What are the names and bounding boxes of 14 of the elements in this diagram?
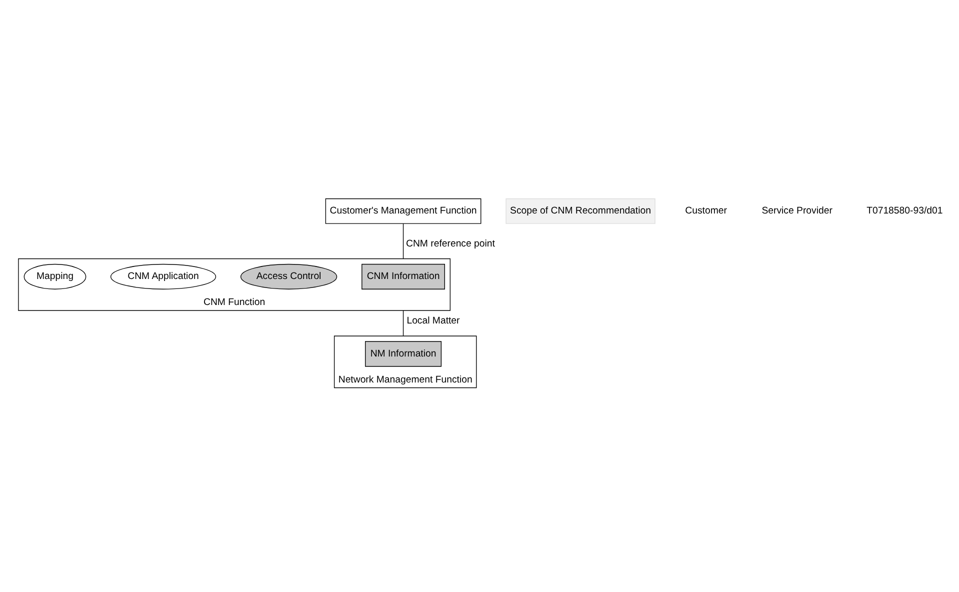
node-box: Customer's Management Function [324,198,481,224]
node-ellipse: CNM Application [110,264,216,290]
label: Customer [684,206,726,217]
label: Service Provider [761,206,832,217]
node-box: CNM Information [361,264,444,290]
node-ellipse: Mapping [23,264,86,290]
node-box: NM Information [364,341,442,367]
connector [402,310,404,336]
node-ellipse: Access Control [240,264,337,290]
label: T0718580-93/d01 [866,206,942,217]
node-box: Scope of CNM Recommendation [505,198,655,224]
edge-label: Local Matter [406,316,460,327]
edge-label: CNM reference point [405,238,494,250]
connector [402,223,404,260]
